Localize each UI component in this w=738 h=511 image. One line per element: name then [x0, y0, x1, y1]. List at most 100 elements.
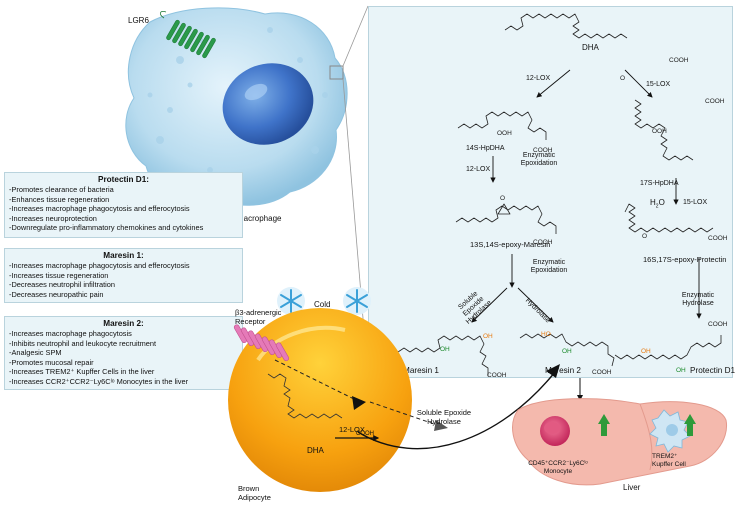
maresin2-structure — [519, 333, 615, 367]
m1-cooh: COOH — [487, 372, 507, 379]
label-adipocyte-12lox: 12-LOX — [339, 425, 365, 434]
label-cold: Cold — [314, 300, 331, 309]
beta3-adrenergic-receptor — [233, 324, 289, 362]
increase-up-arrow-icon — [684, 414, 696, 436]
epoxy-o: O — [500, 195, 505, 202]
label-dha: DHA — [582, 43, 599, 52]
increase-up-arrow-icon — [598, 414, 610, 436]
nucleus — [222, 63, 314, 145]
hpdha14-ooh: OOH — [497, 130, 512, 137]
label-epoxy-maresin: 13S,14S-epoxy-Maresin — [470, 240, 551, 249]
epoxy-protectin-cooh: COOH — [708, 235, 728, 242]
protectin-line: -Enhances tissue regeneration — [9, 194, 110, 204]
maresin2-line: -Analgesic SPM — [9, 348, 62, 358]
pd1-oh-orange: OH — [641, 348, 651, 355]
label-protectin-d1: Protectin D1 — [690, 366, 736, 375]
hpdha14-structure — [457, 111, 547, 140]
label-adipocyte-cooh: COOH — [356, 431, 374, 437]
label-epoxy-protectin: 16S,17S-epoxy-Protectin — [643, 255, 727, 264]
protectin-line: -Increases neuroprotection — [9, 213, 97, 223]
protectin-line: -Promotes clearance of bacteria — [9, 185, 114, 194]
protectin-d1-structure — [614, 335, 722, 360]
hydrolase-arrowhead — [434, 420, 448, 431]
protectin-line: -Downregulate pro-inflammatory chemokine… — [9, 223, 204, 233]
label-17s-hpdha: 17S-HpDHA — [640, 180, 679, 187]
maresin1-structure — [397, 335, 489, 376]
label-lgr6: LGR6 — [128, 16, 149, 25]
maresin2-line: -Inhibits neutrophil and leukocyte recru… — [9, 338, 157, 348]
macrophage-cell — [125, 7, 348, 206]
hydrolase-dashed-arrow — [369, 401, 441, 427]
m1-oh-orange: OH — [483, 333, 493, 340]
label-kupffer-cell: TREM2⁺ Kupffer Cell — [652, 453, 686, 468]
hpdha17-structure — [634, 99, 694, 161]
maresin1-title: Maresin 1: — [103, 251, 144, 260]
hpdha14-cooh: COOH — [533, 147, 553, 154]
curved-arrow-to-maresin2 — [357, 371, 556, 450]
signal-dashed-arrow — [274, 359, 359, 402]
label-brown-adipocyte: Brown Adipocyte — [238, 484, 271, 502]
label-enzymatic-epoxidation: Enzymatic Epoxidation — [520, 152, 558, 167]
dha-cooh: COOH — [669, 57, 689, 64]
arrow-dha-hpdha14 — [536, 69, 571, 98]
label-15lox-b: 15-LOX — [683, 199, 708, 206]
protectin-line: -Increases macrophage phagocytosis and e… — [9, 204, 190, 214]
hpdha17-cooh: COOH — [705, 98, 725, 105]
zoom-marker — [329, 65, 344, 80]
label-enzymatic-epoxidation-b: Enzymatic Epoxidation — [530, 259, 568, 274]
m1-oh-green: OH — [440, 346, 450, 353]
maresin2-line: -Increases CCR2⁺CCR2⁻Ly6Cˡᵒ Monocytes in… — [9, 376, 189, 386]
epoxy-protectin-structure — [624, 203, 714, 233]
epoxy-protectin-o: O — [642, 233, 647, 240]
maresin1-line: -Decreases neutrophil infiltration — [9, 280, 115, 290]
zoom-line-top — [342, 5, 369, 67]
dha-structure — [504, 13, 628, 39]
m2-cooh: COOH — [592, 369, 612, 376]
kupffer-cell — [649, 409, 691, 453]
maresin2-line: -Increases TREM2⁺ Kupffer Cells in the l… — [9, 367, 155, 377]
label-14s-hpdha: 14S-HpDHA — [466, 145, 505, 152]
arrow-m2 — [517, 287, 554, 323]
maresin1-line: -Decreases neuropathic pain — [9, 289, 104, 299]
label-liver: Liver — [623, 483, 641, 492]
label-monocyte: CD45⁺CCR2⁻Ly6Cˡᵒ Monocyte — [528, 460, 588, 475]
label-soluble-epoxide-hydrolase-bottom: Soluble Epoxide Hydrolase — [416, 408, 472, 426]
snowflake-icon — [277, 287, 305, 315]
maresin2-line: -Promotes mucosal repair — [9, 357, 94, 367]
adipocyte-dha-structure — [267, 373, 343, 419]
label-beta3-receptor: β3-adrenergic Receptor — [235, 308, 282, 326]
protectin-d1-title: Protectin D1: — [98, 175, 149, 184]
arrow-dha-hpdha17 — [624, 69, 653, 98]
signal-arrowhead — [352, 396, 366, 410]
label-15lox: 15-LOX — [646, 81, 671, 88]
epoxy-maresin-cooh: COOH — [533, 239, 553, 246]
epoxy-maresin-structure — [455, 205, 557, 234]
arrow-m1 — [471, 287, 508, 323]
label-12lox-b: 12-LOX — [466, 166, 491, 173]
label-maresin1: Maresin 1 — [403, 366, 439, 375]
m2-ho-orange: HO — [541, 331, 551, 338]
snowflake-icon — [343, 287, 371, 315]
label-12lox: 12-LOX — [526, 75, 551, 82]
pd1-cooh: COOH — [708, 321, 728, 328]
maresin2-title: Maresin 2: — [103, 319, 144, 328]
pd1-oh-green: OH — [676, 367, 686, 374]
maresin2-box: Maresin 2: -Increases macrophage phagocy… — [4, 316, 243, 390]
maresin1-line: -Increases macrophage phagocytosis and e… — [9, 261, 190, 270]
label-adipocyte-dha: DHA — [307, 446, 324, 455]
label-h2o: H2O — [650, 198, 665, 210]
lox15-o: O — [620, 75, 625, 82]
hpdha17-ooh: OOH — [652, 128, 667, 135]
label-enzymatic-hydrolase: Enzymatic Hydrolase — [681, 292, 715, 307]
lgr6-receptor — [160, 11, 216, 59]
m2-oh-green: OH — [562, 348, 572, 355]
protectin-d1-box: Protectin D1: -Promotes clearance of bac… — [4, 172, 243, 238]
maresin1-line: -Increases tissue regeneration — [9, 270, 109, 280]
label-macrophage: Macrophage — [237, 214, 282, 223]
maresin1-box: Maresin 1: -Increases macrophage phagocy… — [4, 248, 243, 303]
label-maresin2: Maresin 2 — [545, 366, 581, 375]
maresin2-line: -Increases macrophage phagocytosis — [9, 329, 132, 338]
